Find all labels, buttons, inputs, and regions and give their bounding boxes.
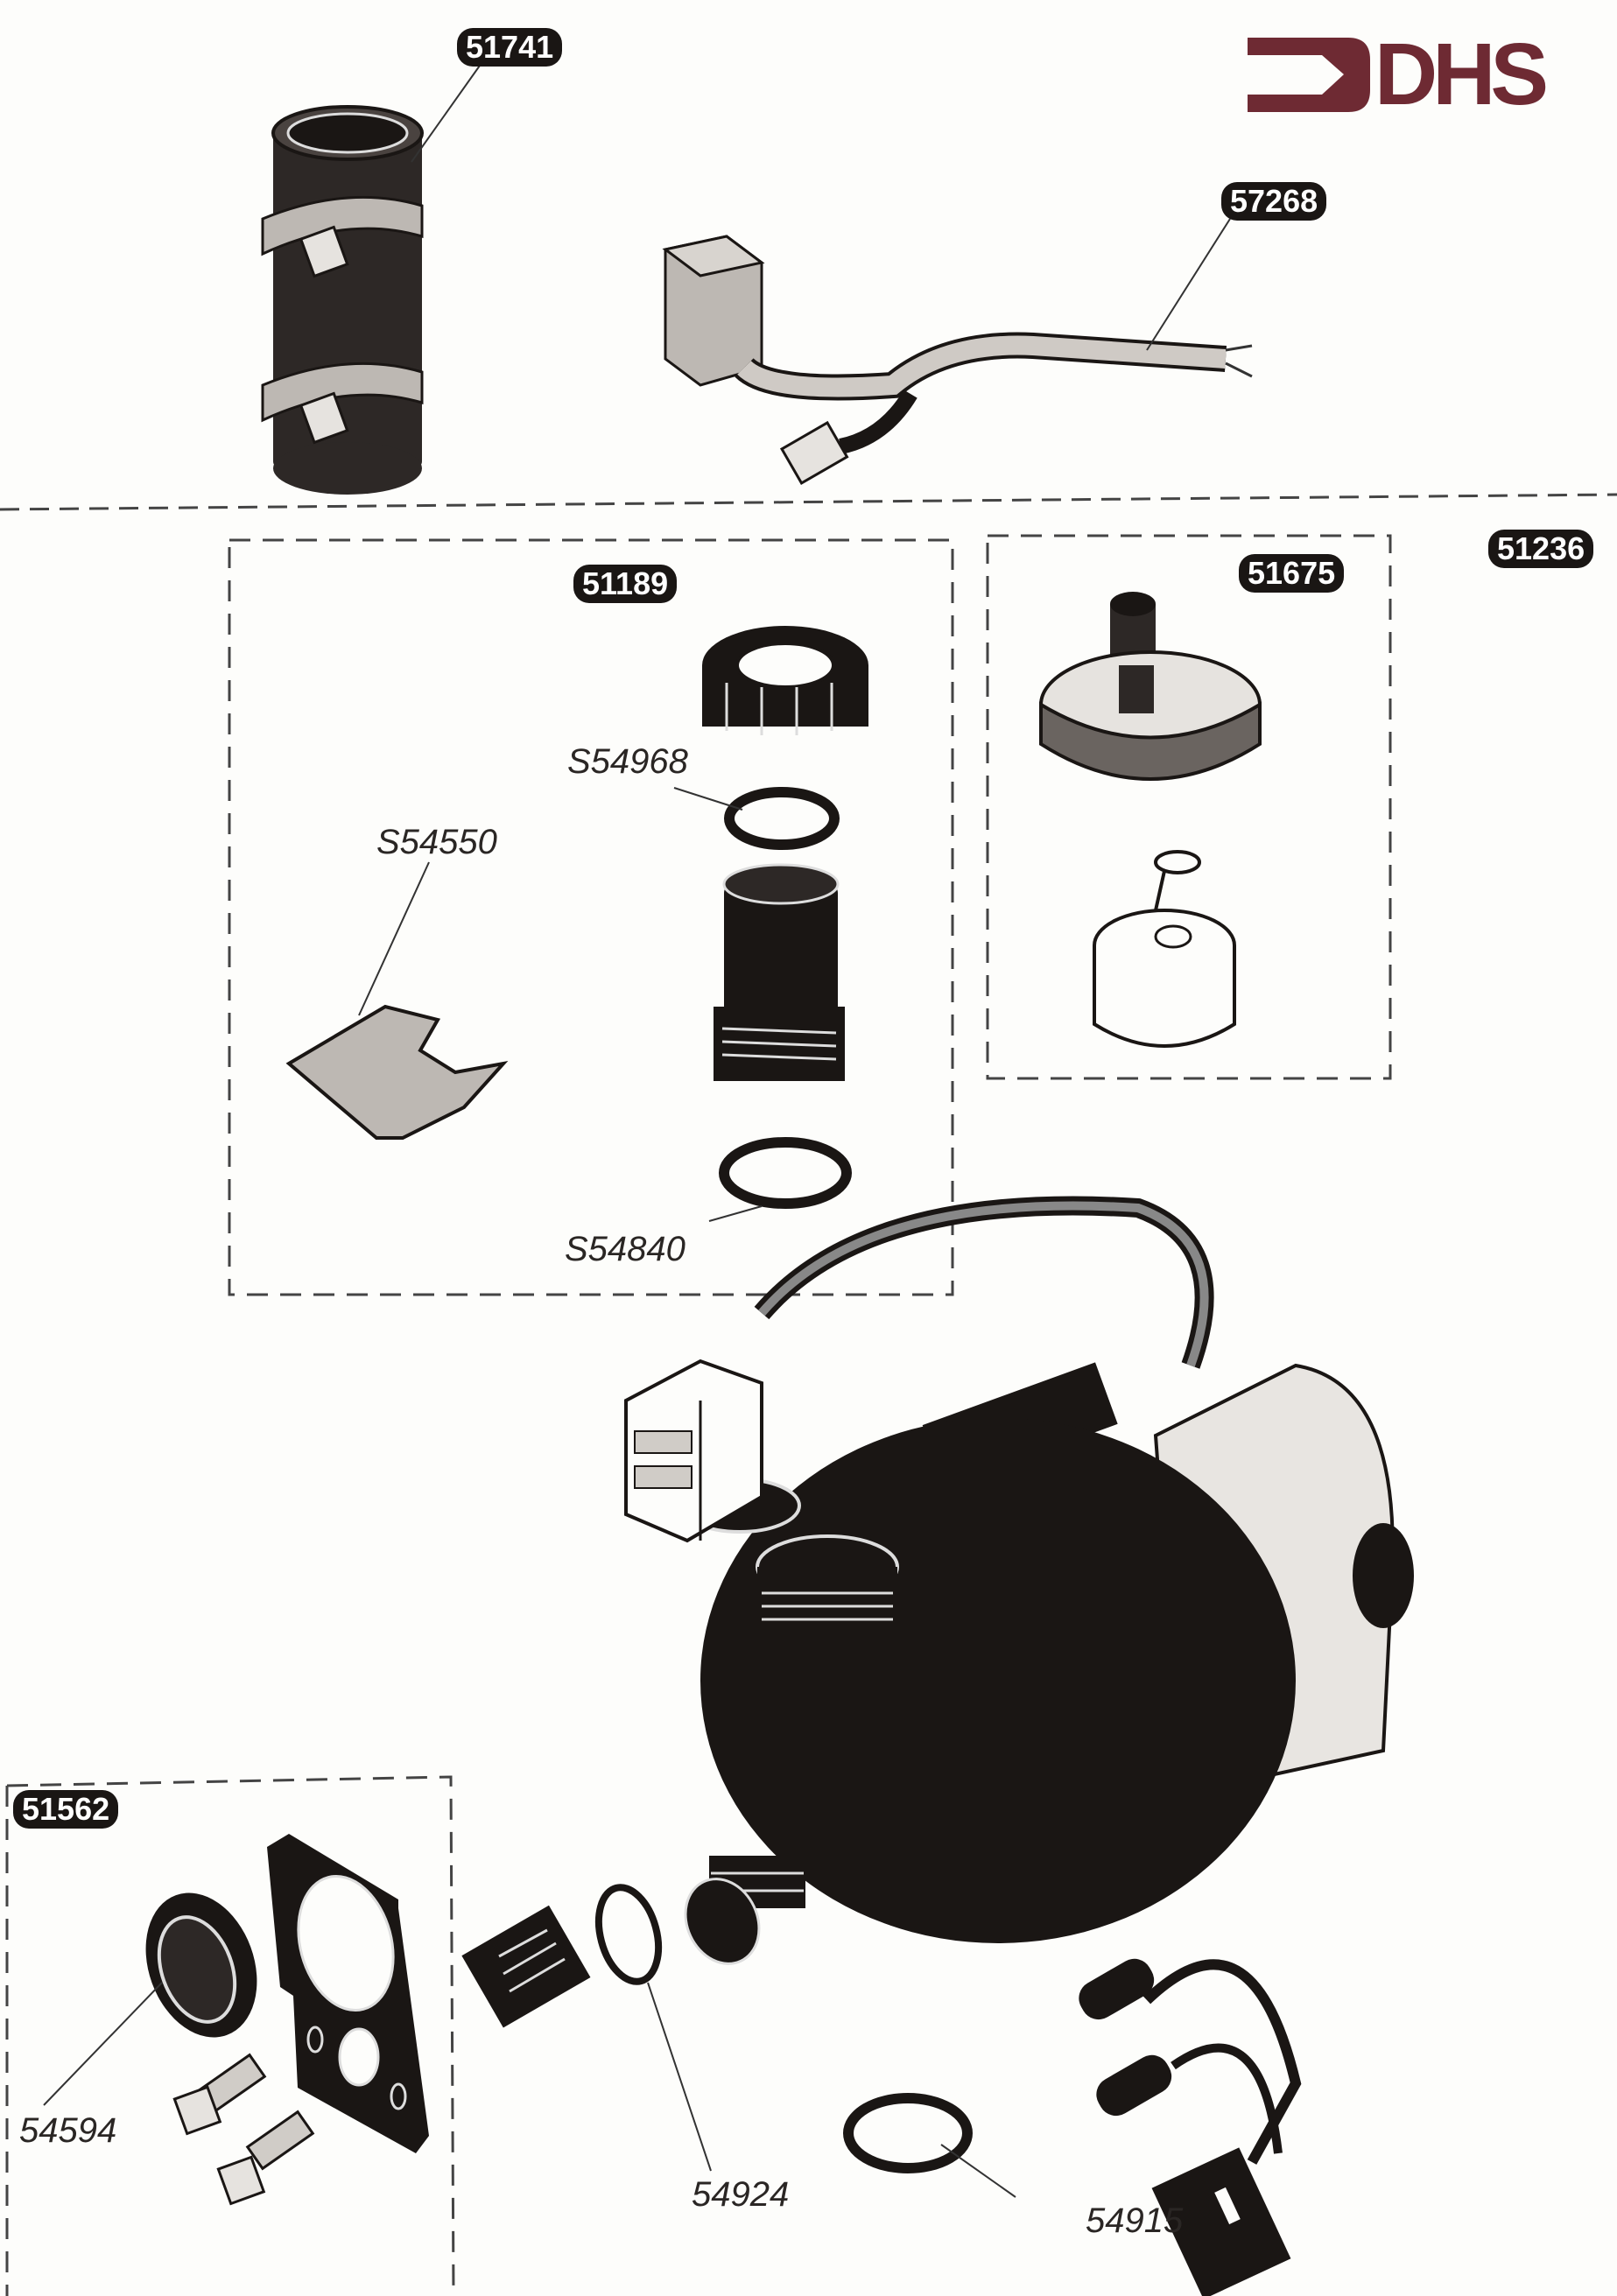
label-S54968: S54968 [567,742,688,781]
cable-part-57268 [662,235,1253,485]
label-54594: 54594 [19,2111,117,2150]
screw-part [216,2110,315,2206]
fitting-part [714,863,845,1081]
kit-box-51189 [228,538,954,1296]
kit-box-51675 [986,534,1392,1080]
clip-part-S54550 [285,1004,509,1140]
badge-51236: 51236 [1488,530,1594,568]
nut-part [702,626,868,735]
flange-ring-54594 [145,1892,257,2038]
logo-text: DHS [1374,25,1549,123]
filter-part [461,1905,591,2028]
sensor-part [1093,850,1236,1048]
logo-arrow-icon [1248,38,1370,112]
label-54924: 54924 [692,2175,790,2214]
dhs-logo: DHS [1243,26,1567,123]
oring-S54840 [719,1137,852,1209]
kit-box-51562 [6,1775,455,2296]
section-divider [0,493,1617,511]
label-S54550: S54550 [376,823,497,861]
pump-connector [624,1359,763,1543]
screw-part [172,2053,267,2136]
label-54915: 54915 [1086,2201,1184,2240]
knob-part [1039,592,1262,781]
badge-51675: 51675 [1239,554,1345,593]
badge-51189: 51189 [573,565,678,603]
oring-54915 [843,2093,973,2173]
badge-51562: 51562 [13,1790,119,1829]
oring-54924 [594,1884,663,1985]
bracket-part [267,1834,429,2153]
sensor-leads-part [1079,1958,1302,2296]
hose-part-51741 [261,105,424,495]
pump-body-51236 [678,1196,1414,1965]
badge-57268: 57268 [1221,182,1327,221]
label-S54840: S54840 [565,1230,685,1268]
badge-51741: 51741 [457,28,563,67]
oring-S54968 [724,787,840,850]
